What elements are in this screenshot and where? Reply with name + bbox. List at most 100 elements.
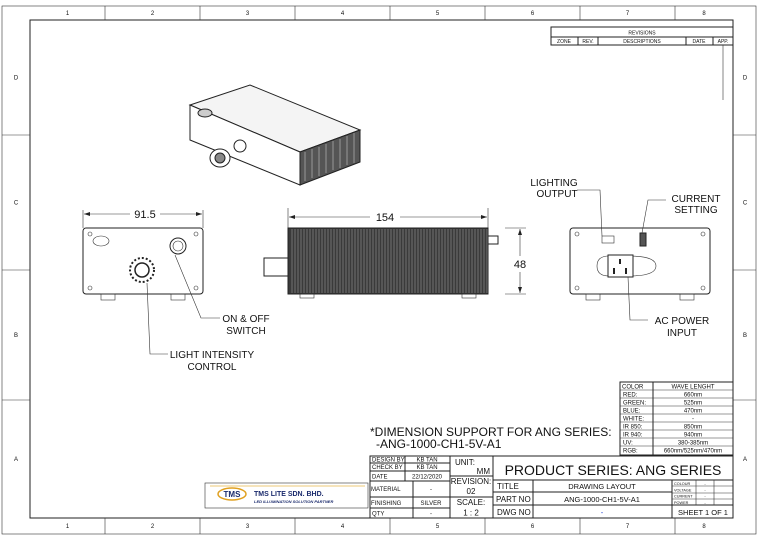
zone-column-label: 4: [341, 524, 345, 530]
zone-row-label: B: [743, 333, 747, 339]
scale-label: SCALE:: [457, 498, 485, 507]
spec-value: -: [704, 481, 706, 486]
light-callout-2: CONTROL: [188, 362, 237, 373]
color-wavelength: 470nm: [684, 409, 702, 415]
dwg-no-label: DWG NO: [497, 508, 531, 517]
isometric-view: [188, 84, 362, 186]
spec-label: COLOUR: [674, 482, 691, 486]
zone-column-label: 2: [151, 524, 155, 530]
color-wavelength: 850nm: [684, 425, 702, 431]
design-by-value: KB TAN: [416, 458, 437, 464]
zone-column-label: 8: [702, 11, 706, 17]
output-callout-2: OUTPUT: [536, 189, 577, 200]
zone-column-label: 7: [626, 11, 630, 17]
dimension-note-line1: *DIMENSION SUPPORT FOR ANG SERIES:: [370, 425, 612, 439]
output-callout-1: LIGHTING: [530, 178, 577, 189]
unit-label: UNIT:: [455, 458, 475, 467]
zone-row-label: D: [14, 76, 19, 82]
current-callout-2: SETTING: [674, 205, 718, 216]
zone-column-label: 6: [531, 524, 535, 530]
scale-value: 1 : 2: [463, 509, 479, 518]
color-name: RGB:: [623, 449, 638, 455]
spec-label: VOLTAGE: [674, 488, 692, 492]
color-wavelength: 380-385nm: [678, 441, 708, 447]
rev-header-date: DATE: [693, 39, 707, 45]
on-off-callout-1: ON & OFF: [222, 314, 269, 325]
title-block: DESIGN BY KB TAN CHECK BY KB TAN DATE 22…: [369, 455, 734, 519]
front-logo: [92, 235, 110, 247]
material-value: -: [430, 487, 432, 493]
color-name: GREEN:: [623, 401, 646, 407]
zone-row-label: A: [14, 457, 18, 463]
company-logo-text: TMS: [224, 490, 242, 499]
color-name: IR 940:: [623, 433, 643, 439]
title-value: DRAWING LAYOUT: [568, 482, 636, 491]
design-by-label: DESIGN BY: [372, 458, 405, 464]
revision-label: REVISION:: [451, 477, 491, 486]
rev-header-app: APP.: [718, 39, 729, 45]
date-label: DATE: [372, 475, 388, 481]
lighting-output-port: [601, 235, 615, 244]
zone-column-label: 2: [151, 11, 155, 17]
color-name: RED:: [623, 393, 638, 399]
zone-column-label: 7: [626, 524, 630, 530]
check-by-label: CHECK BY: [372, 465, 403, 471]
material-label: MATERIAL: [371, 487, 401, 493]
height-dimension: 48: [514, 259, 526, 271]
zone-row-label: B: [14, 333, 18, 339]
title-label: TITLE: [497, 482, 519, 491]
spec-label: CURRENT: [674, 495, 693, 499]
rev-header-rev: REV.: [582, 39, 593, 45]
color-wavelength: 660nm: [684, 393, 702, 399]
company-logo-block: TMS TMS LITE SDN. BHD. LED ILLUMINATION …: [204, 482, 369, 509]
front-view: 91.5 ON & OFF SWITCH LIGHT INTENSITY CON…: [82, 209, 270, 373]
part-no-label: PART NO: [496, 495, 531, 504]
on-off-callout-2: SWITCH: [226, 326, 265, 337]
dimension-note-line2: -ANG-1000-CH1-5V-A1: [376, 437, 502, 451]
light-callout-1: LIGHT INTENSITY: [170, 350, 255, 361]
ac-power-socket: [607, 254, 634, 278]
current-setting-switch: [639, 232, 647, 247]
spec-value: -: [704, 494, 706, 499]
zone-column-label: 5: [436, 524, 440, 530]
zone-column-label: 4: [341, 11, 345, 17]
ac-callout-1: AC POWER: [655, 316, 709, 327]
finishing-label: FINISHING: [371, 501, 402, 507]
zone-row-label: A: [743, 457, 747, 463]
rev-header-desc: DESCRIPTIONS: [623, 39, 661, 45]
zone-column-label: 3: [246, 11, 250, 17]
revisions-title: REVISIONS: [628, 31, 656, 37]
ac-callout-2: INPUT: [667, 328, 697, 339]
rev-header-zone: ZONE: [557, 39, 572, 45]
zone-column-label: 1: [66, 11, 70, 17]
company-tagline: LED ILLUMINATION SOLUTION PARTNER: [254, 499, 333, 504]
company-name: TMS LITE SDN. BHD.: [254, 491, 324, 498]
finishing-value: SILVER: [421, 501, 443, 507]
spec-label: POWER: [674, 501, 689, 505]
qty-label: QTY: [372, 512, 384, 518]
product-series-title: PRODUCT SERIES: ANG SERIES: [505, 462, 722, 478]
zone-column-label: 1: [66, 524, 70, 530]
zone-column-label: 8: [702, 524, 706, 530]
light-intensity-knob: [129, 257, 155, 283]
spec-value: -: [704, 500, 706, 505]
current-callout-1: CURRENT: [672, 194, 721, 205]
revision-value: 02: [467, 487, 476, 496]
zone-row-label: C: [14, 201, 19, 207]
length-dimension: 154: [376, 212, 394, 224]
color-name: BLUE:: [623, 409, 641, 415]
part-no-value: ANG-1000-CH1-5V-A1: [564, 495, 640, 504]
color-name: UV:: [623, 441, 633, 447]
wavelength-header: WAVE LENGHT: [671, 385, 714, 391]
color-table: COLOR WAVE LENGHT RED:660nmGREEN:525nmBL…: [619, 381, 734, 456]
spec-value: -: [704, 487, 706, 492]
unit-value: MM: [477, 467, 491, 476]
color-wavelength: 660nm/525nm/470nm: [664, 449, 722, 455]
zone-row-label: D: [743, 76, 748, 82]
zone-column-label: 6: [531, 11, 535, 17]
color-header: COLOR: [622, 385, 644, 391]
revisions-table: REVISIONS ZONE REV. DESCRIPTIONS DATE AP…: [550, 26, 734, 100]
color-name: IR 850:: [623, 425, 643, 431]
